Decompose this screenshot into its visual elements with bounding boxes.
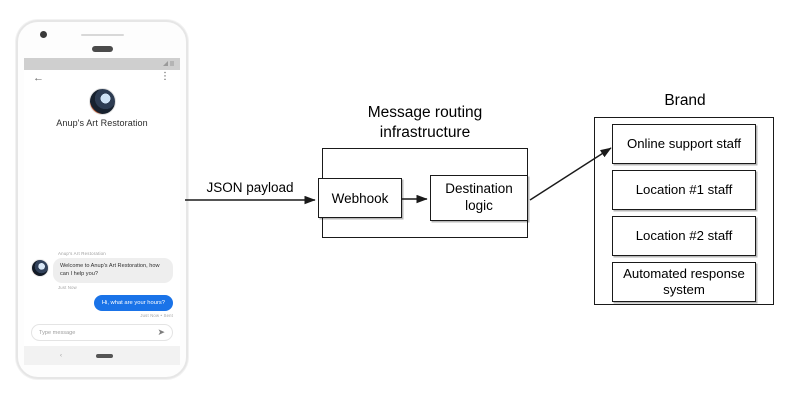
user-message-row: Hi, what are your hours? <box>31 294 173 311</box>
signal-icon <box>163 61 168 66</box>
message-input[interactable]: Type message <box>39 329 76 336</box>
brand-title: Brand <box>664 92 706 109</box>
brand-item-automated-response-system: Automated response system <box>612 262 756 302</box>
status-icons <box>163 61 174 66</box>
webhook-box: Webhook <box>318 178 402 218</box>
status-bar <box>24 58 180 70</box>
message-composer[interactable]: Type message ➤ <box>31 324 173 341</box>
brand-name: Anup's Art Restoration <box>56 118 148 128</box>
brand-avatar-icon <box>88 88 116 115</box>
android-nav-bar: ‹ <box>24 346 180 365</box>
earpiece-icon <box>92 46 113 52</box>
infrastructure-title: Message routing infrastructure <box>367 104 483 142</box>
user-message-timestamp: Just Now • Sent <box>140 313 173 318</box>
agent-avatar-icon <box>31 258 49 277</box>
agent-message-row: Welcome to Anup's Art Restoration, how c… <box>31 257 173 283</box>
agent-message-timestamp: Just Now <box>58 284 77 290</box>
conversation-thread: Anup's Art Restoration Welcome to Anup's… <box>24 251 180 318</box>
more-options-icon[interactable]: ⋮ <box>160 71 170 82</box>
send-icon[interactable]: ➤ <box>157 327 165 337</box>
agent-message-bubble: Welcome to Anup's Art Restoration, how c… <box>53 257 173 283</box>
phone-bezel-top <box>18 22 186 58</box>
brand-item-location-1-staff: Location #1 staff <box>612 170 756 210</box>
brand-header: Anup's Art Restoration <box>24 87 180 128</box>
json-payload-label: JSON payload <box>206 180 294 195</box>
agent-sender-label: Anup's Art Restoration <box>58 251 106 257</box>
camera-icon <box>40 31 47 38</box>
user-message-bubble: Hi, what are your hours? <box>93 294 173 311</box>
battery-icon <box>170 61 174 66</box>
phone-screen: ← ⋮ Anup's Art Restoration Anup's Art Re… <box>24 58 180 346</box>
nav-home-icon[interactable] <box>96 354 113 358</box>
brand-item-location-2-staff: Location #2 staff <box>612 216 756 256</box>
app-bar: ← ⋮ <box>24 70 180 87</box>
destination-logic-box: Destination logic <box>430 175 528 221</box>
phone-mockup: ← ⋮ Anup's Art Restoration Anup's Art Re… <box>16 20 188 379</box>
back-icon[interactable]: ← <box>33 72 44 84</box>
speaker-grill-icon <box>81 34 124 36</box>
nav-back-icon[interactable]: ‹ <box>60 353 62 359</box>
brand-item-online-support-staff: Online support staff <box>612 124 756 164</box>
